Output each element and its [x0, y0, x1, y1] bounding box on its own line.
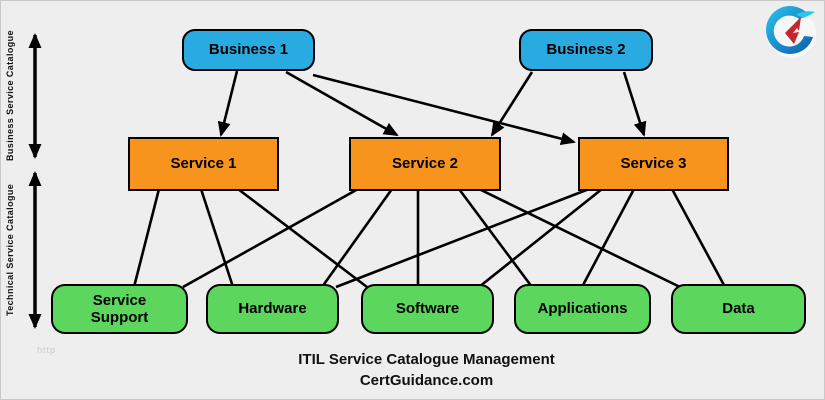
- label-business-service-catalogue: Business Service Catalogue: [5, 30, 15, 162]
- node-hardware-label: Hardware: [238, 300, 307, 318]
- node-software: Software: [361, 284, 494, 334]
- line-service1-software: [237, 187, 368, 289]
- arrow-business1-service1: [217, 70, 239, 137]
- line-service3-hardware: [335, 187, 590, 289]
- line-service1-hardware: [199, 188, 235, 288]
- node-business-2-label: Business 2: [546, 41, 626, 59]
- line-service2-servicesupport: [182, 187, 359, 289]
- node-service-1: Service 1: [128, 137, 279, 191]
- node-business-2: Business 2: [519, 29, 653, 71]
- line-service2-data: [478, 187, 681, 289]
- node-applications-label: Applications: [537, 300, 628, 318]
- node-business-1-label: Business 1: [208, 41, 289, 59]
- line-service2-applications: [457, 188, 534, 288]
- node-service-2-label: Service 2: [392, 155, 458, 173]
- node-applications: Applications: [514, 284, 651, 334]
- node-business-1: Business 1: [182, 29, 315, 71]
- certguidance-logo-icon: [766, 5, 816, 58]
- arrow-business1-service2: [285, 70, 399, 137]
- arrow-business2-service2: [490, 71, 534, 137]
- node-service-3: Service 3: [578, 137, 729, 191]
- line-service2-hardware: [320, 188, 394, 288]
- label-technical-service-catalogue: Technical Service Catalogue: [5, 183, 15, 317]
- line-service3-software: [478, 187, 603, 289]
- caption-title: ITIL Service Catalogue Management: [298, 351, 555, 368]
- node-hardware: Hardware: [206, 284, 339, 334]
- line-service1-servicesupport: [132, 188, 161, 288]
- node-data: Data: [671, 284, 806, 334]
- node-software-label: Software: [395, 300, 460, 318]
- node-service-1-label: Service 1: [170, 155, 237, 173]
- node-service-support-label: Service Support: [90, 291, 149, 326]
- arrow-business1-service3: [312, 73, 576, 146]
- node-data-label: Data: [722, 300, 755, 318]
- line-service3-data: [670, 188, 727, 288]
- node-service-3-label: Service 3: [620, 155, 687, 173]
- watermark-text: http: [37, 345, 57, 355]
- node-service-support: Service Support: [51, 284, 188, 334]
- line-service3-applications: [580, 188, 636, 288]
- node-service-2: Service 2: [349, 137, 501, 191]
- arrow-business2-service3: [622, 71, 647, 137]
- caption-site: CertGuidance.com: [359, 372, 494, 389]
